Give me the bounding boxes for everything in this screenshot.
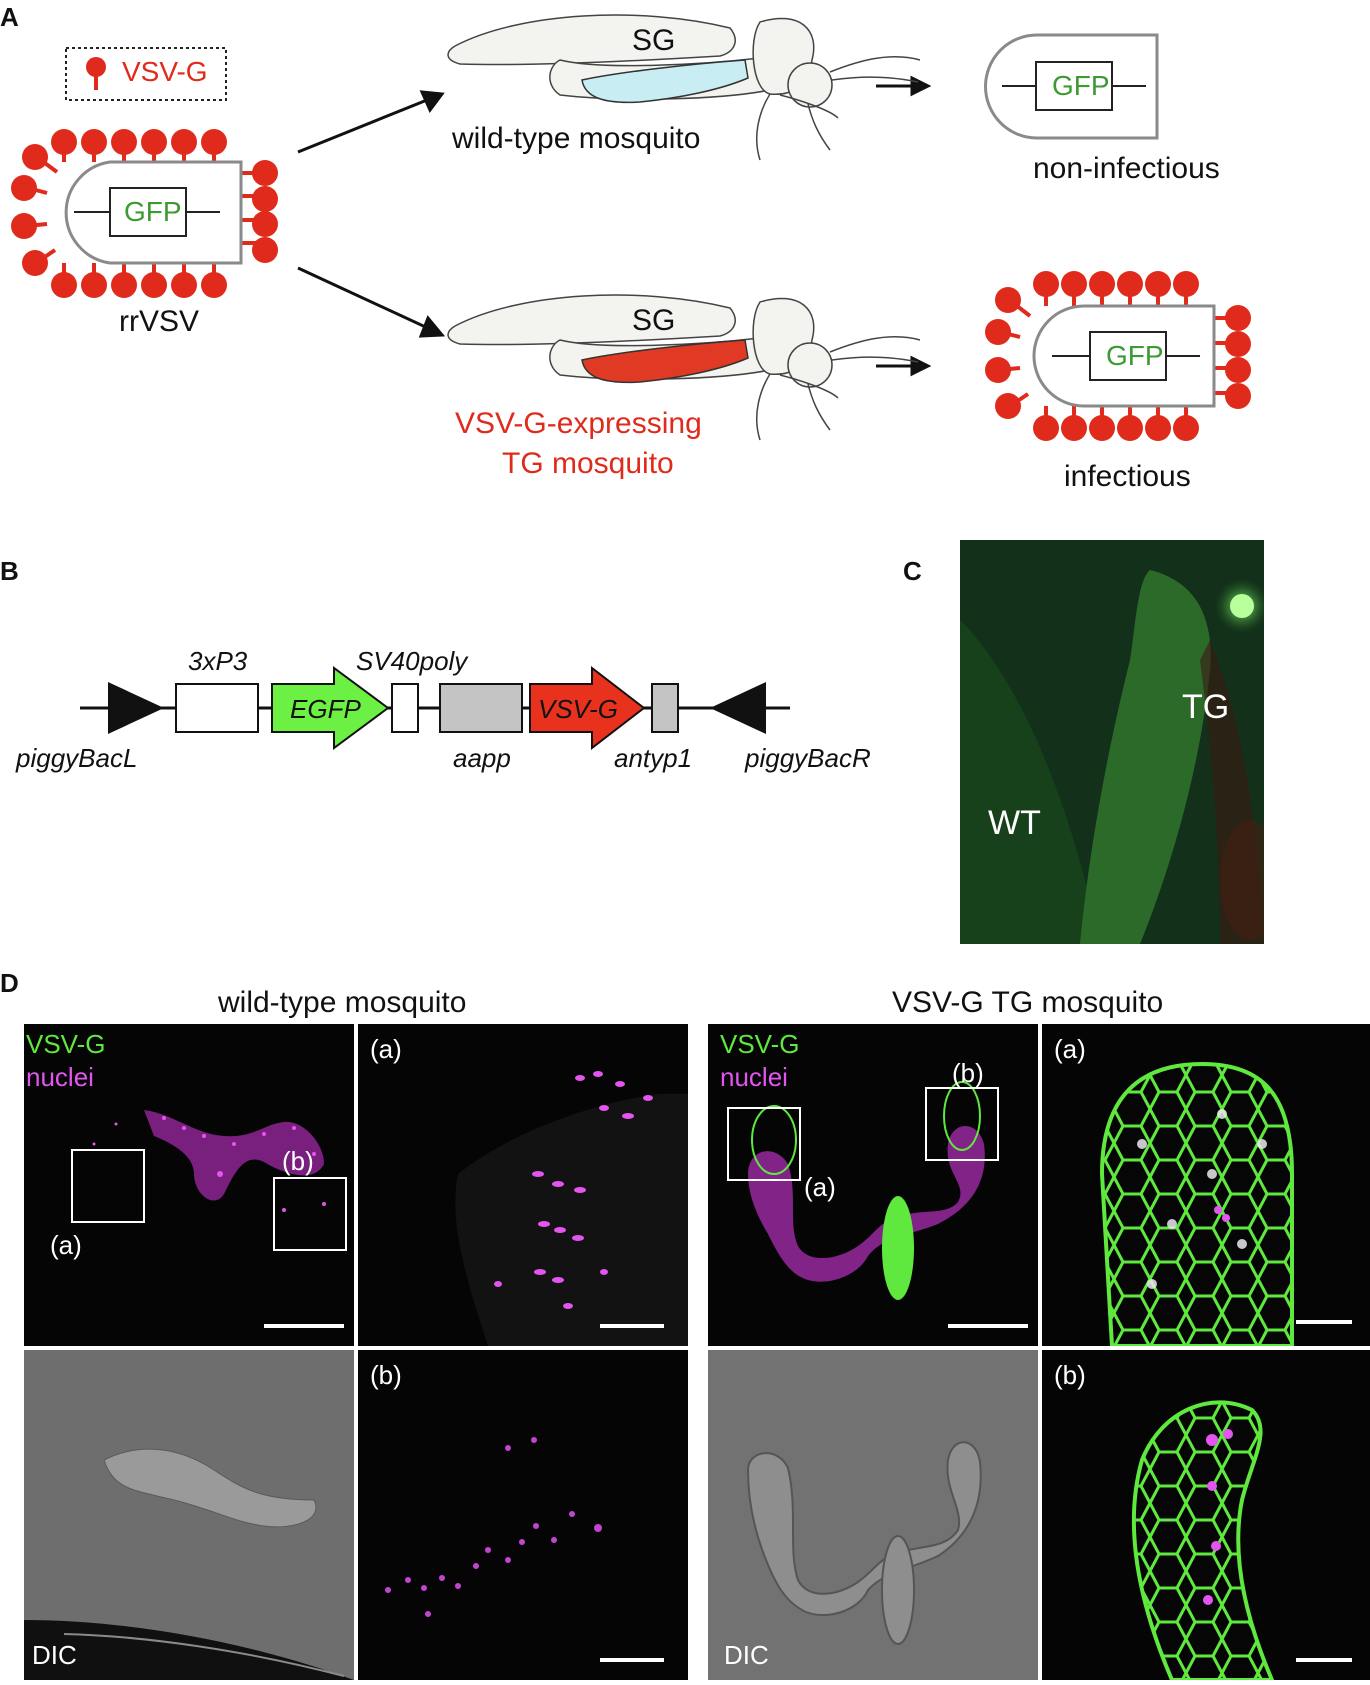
gfp-label-inf: GFP (1106, 340, 1164, 371)
legend-box (65, 47, 227, 101)
wt-zoom-a-image: (a) (358, 1024, 688, 1346)
vsvg-label: VSV-G (538, 694, 618, 724)
egfp-arrow (271, 666, 390, 750)
tg-central-duct (882, 1196, 914, 1300)
egfp-label: EGFP (290, 694, 361, 724)
scale-bar (1296, 1658, 1352, 1662)
wt-zoom-b-image: (b) (358, 1350, 688, 1680)
dic-label: DIC (724, 1640, 769, 1670)
scale-bar (948, 1324, 1028, 1328)
tg-larva-label: TG (1182, 688, 1230, 726)
rrvsv-virus-icon (11, 129, 278, 298)
larvae-fluorescence-image (960, 540, 1264, 944)
panel-label-d: D (0, 968, 19, 998)
wt-mosquito-label: wild-type mosquito (452, 122, 701, 155)
sg-label-tg: SG (632, 304, 676, 337)
scale-bar (264, 1324, 344, 1328)
aapp-label: aapp (453, 743, 511, 773)
tg-mosquito-label-2: TG mosquito (502, 447, 674, 480)
piggybacr-arrowhead (710, 682, 766, 734)
tg-zoom-b-label: (b) (1054, 1360, 1086, 1390)
3xp3-label: 3xP3 (188, 646, 248, 676)
tg-zoom-a-image: (a) (1042, 1024, 1370, 1346)
sv40poly-box (391, 683, 419, 733)
scale-bar (600, 1658, 664, 1662)
antyp1-box (651, 683, 679, 733)
wt-zoom-b-label: (b) (370, 1360, 402, 1390)
tg-mosquito-label-1: VSV-G-expressing (455, 407, 702, 440)
gfp-label-noninf: GFP (1052, 70, 1110, 101)
3xp3-box (175, 683, 259, 733)
sv40poly-label: SV40poly (356, 646, 468, 676)
aapp-box (439, 683, 523, 733)
roi-b-label: (b) (952, 1058, 984, 1088)
tg-overview-image: VSV-G nuclei (a) (b) (708, 1024, 1038, 1346)
wt-larva-label: WT (988, 804, 1041, 842)
non-infectious-particle-icon (984, 33, 1159, 140)
roi-a-label: (a) (50, 1230, 82, 1260)
antyp1-label: antyp1 (614, 743, 693, 773)
dic-label: DIC (32, 1640, 77, 1670)
tg-zoom-a-label: (a) (1054, 1034, 1086, 1064)
gfp-label-virus: GFP (124, 196, 182, 227)
panel-label-c: C (903, 556, 922, 586)
non-infectious-label: non-infectious (1033, 152, 1220, 185)
tg-zoom-b-image: (b) (1042, 1350, 1370, 1680)
rrvsv-label: rrVSV (119, 305, 200, 338)
roi-b-box (925, 1087, 999, 1161)
vsvg-arrow (529, 665, 646, 751)
wt-overview-image: VSV-G nuclei (a) (b) (24, 1024, 354, 1346)
infectious-label: infectious (1064, 460, 1191, 493)
roi-b-label: (b) (282, 1146, 314, 1176)
wild-type-mosquito-illustration (447, 14, 921, 161)
panel-label-a: A (0, 2, 19, 32)
panel-label-b: B (0, 556, 19, 586)
wt-zoom-a-label: (a) (370, 1034, 402, 1064)
scale-bar (600, 1324, 664, 1328)
roi-a-box (71, 1149, 145, 1223)
piggybacr-label: piggyBacR (745, 743, 871, 773)
tg-title: VSV-G TG mosquito (892, 986, 1164, 1019)
nuclei-channel-label: nuclei (720, 1062, 788, 1092)
vsvg-channel-label: VSV-G (26, 1029, 106, 1059)
legend-label: VSV-G (122, 56, 208, 87)
roi-a-label: (a) (804, 1172, 836, 1202)
piggybacl-arrowhead (108, 682, 164, 734)
wt-title: wild-type mosquito (218, 986, 467, 1019)
tg-mosquito-illustration (447, 294, 921, 441)
infectious-particle-icon (985, 271, 1251, 441)
scale-bar (1296, 1320, 1352, 1324)
arrows (297, 75, 932, 377)
vsvg-channel-label: VSV-G (720, 1029, 800, 1059)
wt-dic-image: DIC (24, 1350, 354, 1680)
roi-a-box (727, 1107, 801, 1181)
tg-dic-image: DIC (708, 1350, 1038, 1680)
roi-b-box (273, 1177, 347, 1251)
nuclei-channel-label: nuclei (26, 1062, 94, 1092)
piggybacl-label: piggyBacL (16, 743, 138, 773)
sg-label-wt: SG (632, 24, 676, 57)
